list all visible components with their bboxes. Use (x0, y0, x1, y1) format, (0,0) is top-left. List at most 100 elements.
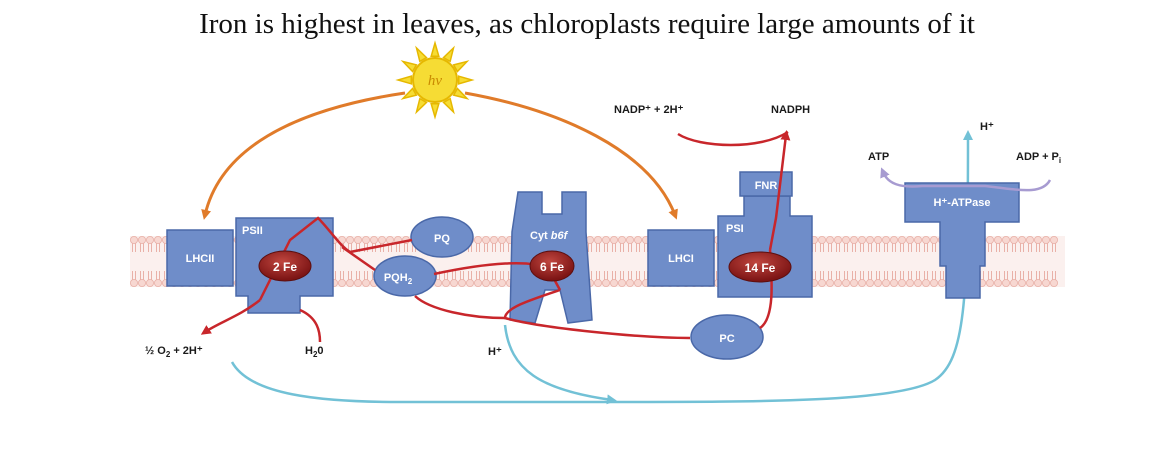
sun-ray (430, 102, 440, 120)
lipid-head (377, 235, 386, 244)
lipid-head (898, 235, 907, 244)
lipid-head (153, 278, 162, 287)
proton-lumen-path (503, 324, 617, 405)
lipid-head (1018, 278, 1027, 287)
lipid-head (145, 278, 154, 287)
light-arrow-right (464, 91, 678, 220)
lipid-head (850, 235, 859, 244)
lipid-head (930, 278, 939, 287)
lipid-head (930, 235, 939, 244)
pqh2-carrier: PQH2 (373, 255, 437, 297)
lipid-head (866, 278, 875, 287)
sun-ray (395, 75, 413, 85)
lipid-head (489, 278, 498, 287)
lipid-head (610, 278, 619, 287)
lipid-head (1050, 278, 1059, 287)
proton-lumen-label: H⁺ (488, 346, 502, 358)
sun-ray (415, 97, 428, 115)
light-label: hv (428, 73, 443, 89)
lipid-head (1042, 235, 1051, 244)
lipid-head (594, 278, 603, 287)
lipid-head (986, 278, 995, 287)
lipid-head (906, 278, 915, 287)
lipid-head (626, 235, 635, 244)
lipid-head (842, 235, 851, 244)
lipid-head (586, 235, 595, 244)
sun-ray (457, 75, 475, 85)
lipid-head (361, 278, 370, 287)
lipid-head (449, 278, 458, 287)
lipid-head (626, 278, 635, 287)
lipid-head (866, 235, 875, 244)
svg-text:H⁺-ATPase: H⁺-ATPase (934, 197, 991, 209)
lipid-head (938, 278, 947, 287)
lipid-head (986, 235, 995, 244)
lipid-head (473, 235, 482, 244)
lipid-head (361, 235, 370, 244)
lipid-head (337, 278, 346, 287)
sun-ray (442, 97, 455, 115)
svg-text:PSII: PSII (242, 225, 263, 237)
svg-text:Cyt b6f: Cyt b6f (530, 230, 569, 242)
adp-label: ADP + Pi (1016, 151, 1061, 165)
proton-path (230, 130, 973, 404)
svg-text:PSI: PSI (726, 223, 744, 235)
lipid-head (129, 278, 138, 287)
lipid-head (441, 278, 450, 287)
oxygen-label: ½ O2 + 2H⁺ (145, 345, 203, 359)
lipid-head (922, 235, 931, 244)
lipid-head (145, 235, 154, 244)
lipid-head (890, 278, 899, 287)
atp-label: ATP (868, 151, 889, 163)
lipid-head (906, 235, 915, 244)
sun-ray (452, 87, 470, 100)
fnr-complex: FNR (739, 171, 793, 197)
electron-transport-path (200, 130, 791, 343)
lipid-head (473, 278, 482, 287)
lipid-head (874, 278, 883, 287)
lipid-head (353, 278, 362, 287)
lipid-head (1002, 278, 1011, 287)
page-title: Iron is highest in leaves, as chloroplas… (199, 8, 975, 40)
lipid-head (594, 235, 603, 244)
lipid-head (369, 235, 378, 244)
lipid-head (634, 278, 643, 287)
sun-ray (400, 60, 418, 73)
sun-ray (415, 45, 428, 63)
iron-cytb6f: 6 Fe (529, 250, 575, 282)
lipid-head (858, 235, 867, 244)
lipid-head (465, 278, 474, 287)
lipid-head (914, 278, 923, 287)
lipid-head (602, 235, 611, 244)
lipid-head (1050, 235, 1059, 244)
lipid-head (1034, 278, 1043, 287)
lipid-head (345, 278, 354, 287)
lhcii-complex: LHCII (166, 229, 234, 287)
lipid-head (994, 278, 1003, 287)
svg-text:PQ: PQ (434, 233, 450, 245)
atp-synthesis-arrow (880, 167, 1052, 192)
sun-ray (400, 87, 418, 100)
lipid-head (602, 278, 611, 287)
lipid-head (850, 278, 859, 287)
lipid-head (898, 278, 907, 287)
lipid-head (457, 278, 466, 287)
lipid-head (481, 278, 490, 287)
nadph-label: NADPH (771, 104, 810, 116)
lipid-head (1042, 278, 1051, 287)
lipid-head (129, 235, 138, 244)
svg-text:14 Fe: 14 Fe (745, 261, 776, 275)
lipid-head (1002, 235, 1011, 244)
svg-text:2 Fe: 2 Fe (273, 260, 297, 274)
sun-icon: hv (395, 40, 475, 120)
iron-psii: 2 Fe (258, 250, 312, 282)
lipid-head (914, 235, 923, 244)
lipid-head (497, 235, 506, 244)
proton-top-label: H⁺ (980, 121, 994, 133)
water-label: H20 (305, 345, 324, 359)
sun-ray (430, 40, 440, 58)
lipid-head (882, 235, 891, 244)
lipid-head (353, 235, 362, 244)
lipid-head (826, 235, 835, 244)
svg-text:PC: PC (719, 333, 734, 345)
